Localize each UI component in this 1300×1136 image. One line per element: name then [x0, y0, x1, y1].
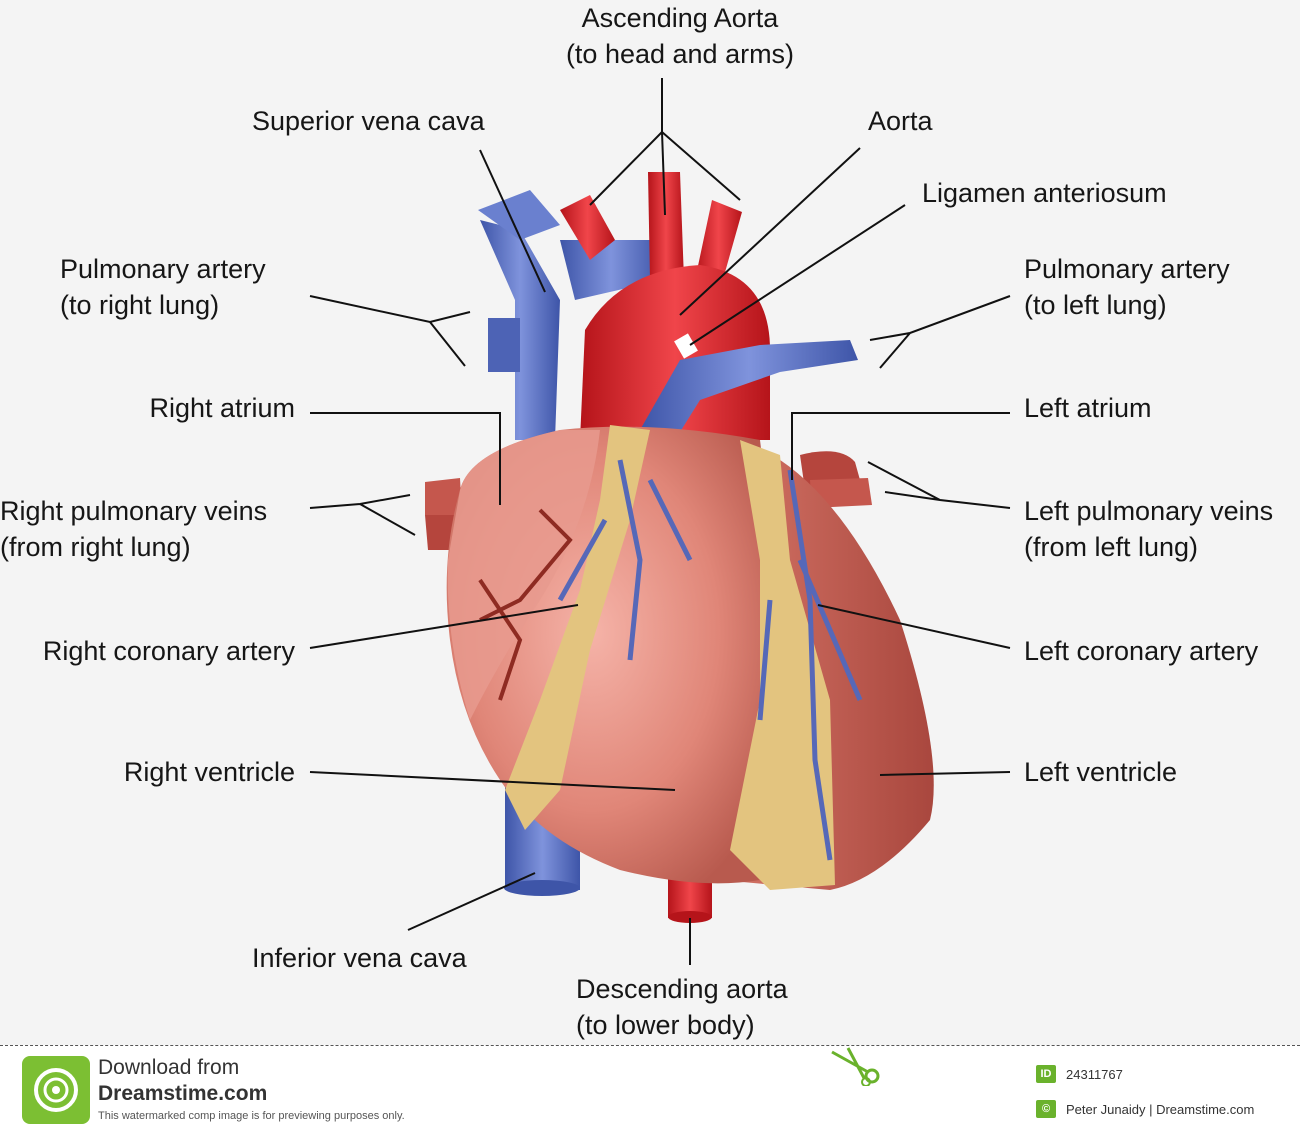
label-left-atrium: Left atrium [1024, 393, 1152, 423]
heart-diagram [309, 78, 1011, 965]
aorta-arch [580, 265, 770, 440]
coronary-vessels [557, 459, 863, 861]
heart-body [446, 425, 934, 890]
download-from-text: Download from [98, 1056, 240, 1079]
author-credit: Peter Junaidy | Dreamstime.com [1066, 1102, 1255, 1117]
copyright-badge: © [1036, 1100, 1056, 1118]
label-left-coronary-artery: Left coronary artery [1024, 636, 1259, 666]
right-pulmonary-veins [425, 478, 462, 515]
label-pulmonary-artery-right: Pulmonary artery(to right lung) [60, 254, 266, 320]
label-right-coronary-artery: Right coronary artery [42, 636, 295, 666]
watermark-notice: This watermarked comp image is for previ… [98, 1110, 405, 1122]
pulmonary-artery-right-branch [488, 318, 520, 372]
fat-band-left [730, 440, 835, 890]
label-superior-vena-cava: Superior vena cava [252, 106, 485, 136]
label-ligamen-anteriosum: Ligamen anteriosum [922, 178, 1167, 208]
right-atrium [447, 430, 600, 720]
label-aorta: Aorta [868, 106, 933, 136]
label-left-pulmonary-veins: Left pulmonary veins(from left lung) [1024, 496, 1274, 562]
fat-band-right [505, 425, 650, 830]
dreamstime-site-link[interactable]: Dreamstime.com [98, 1082, 268, 1105]
dreamstime-logo-icon [22, 1056, 90, 1124]
id-badge: ID [1036, 1065, 1056, 1083]
label-descending-aorta: Descending aorta(to lower body) [576, 974, 788, 1040]
label-inferior-vena-cava: Inferior vena cava [252, 943, 467, 973]
label-pulmonary-artery-left: Pulmonary artery(to left lung) [1024, 254, 1230, 320]
pulmonary-trunk [640, 340, 858, 440]
label-right-atrium: Right atrium [149, 393, 295, 423]
vessels [425, 172, 872, 923]
image-id: 24311767 [1066, 1067, 1123, 1082]
watermark-footer: Download from Dreamstime.com This waterm… [0, 1045, 1300, 1136]
scissors-icon [831, 1047, 880, 1086]
leader-lines [309, 78, 1011, 965]
ascending-aorta-branches [560, 195, 615, 260]
label-right-ventricle: Right ventricle [123, 757, 295, 787]
label-ascending-aorta: Ascending Aorta(to head and arms) [565, 3, 795, 69]
label-left-ventricle: Left ventricle [1024, 757, 1178, 787]
label-right-pulmonary-veins: Right pulmonary veins(from right lung) [0, 496, 268, 562]
